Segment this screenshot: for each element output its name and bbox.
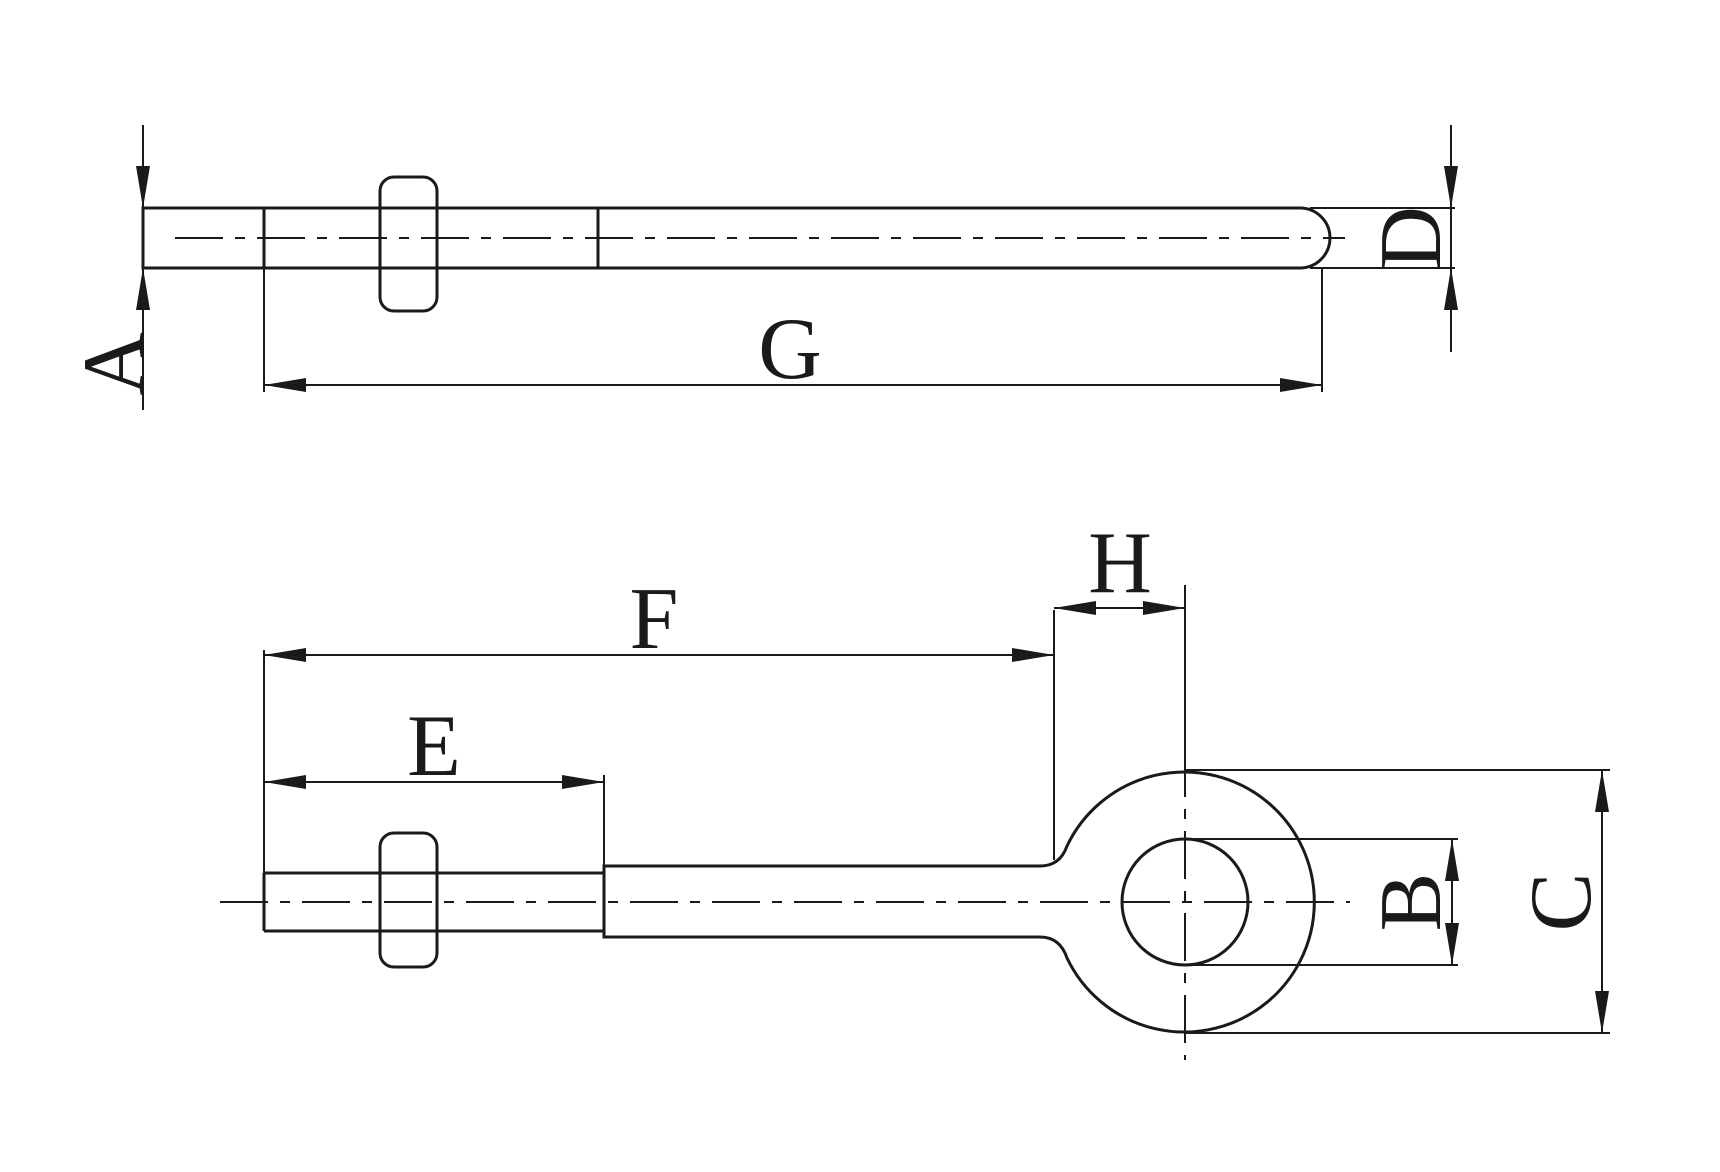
- dim-label-F: F: [630, 571, 679, 668]
- side-view: A D G: [66, 125, 1460, 410]
- front-view-nut: [378, 831, 439, 969]
- dim-C-arrow-top: [1595, 770, 1609, 812]
- dim-label-G: G: [758, 301, 822, 398]
- dim-H-arrow-left: [1054, 601, 1096, 615]
- front-view: E F H B C: [220, 515, 1610, 1060]
- dim-label-C: C: [1513, 873, 1610, 932]
- dim-F-arrow-right: [1012, 648, 1054, 662]
- front-view-thread: [262, 871, 604, 933]
- dim-D-arrow-top: [1444, 166, 1458, 208]
- dim-label-D: D: [1363, 206, 1460, 270]
- side-view-nut: [378, 175, 439, 313]
- dim-label-A: A: [66, 332, 163, 396]
- dim-A-arrow-bottom: [136, 268, 150, 310]
- front-view-shank-eye: [602, 770, 1316, 1034]
- dim-E-arrow-left: [264, 775, 306, 789]
- dim-label-B: B: [1363, 873, 1460, 932]
- dim-C-arrow-bottom: [1595, 991, 1609, 1033]
- dim-F-arrow-left: [264, 648, 306, 662]
- dim-label-E: E: [407, 698, 461, 795]
- dim-B-arrow-top: [1445, 839, 1459, 881]
- dim-G-arrow-right: [1280, 378, 1322, 392]
- dim-label-H: H: [1088, 515, 1152, 612]
- dim-D-arrow-bottom: [1444, 268, 1458, 310]
- dim-G-arrow-left: [264, 378, 306, 392]
- dim-A-arrow-top: [136, 166, 150, 208]
- dim-E-arrow-right: [562, 775, 604, 789]
- dim-B-arrow-bottom: [1445, 923, 1459, 965]
- dim-H-arrow-right: [1143, 601, 1185, 615]
- side-view-rod: [141, 206, 1332, 270]
